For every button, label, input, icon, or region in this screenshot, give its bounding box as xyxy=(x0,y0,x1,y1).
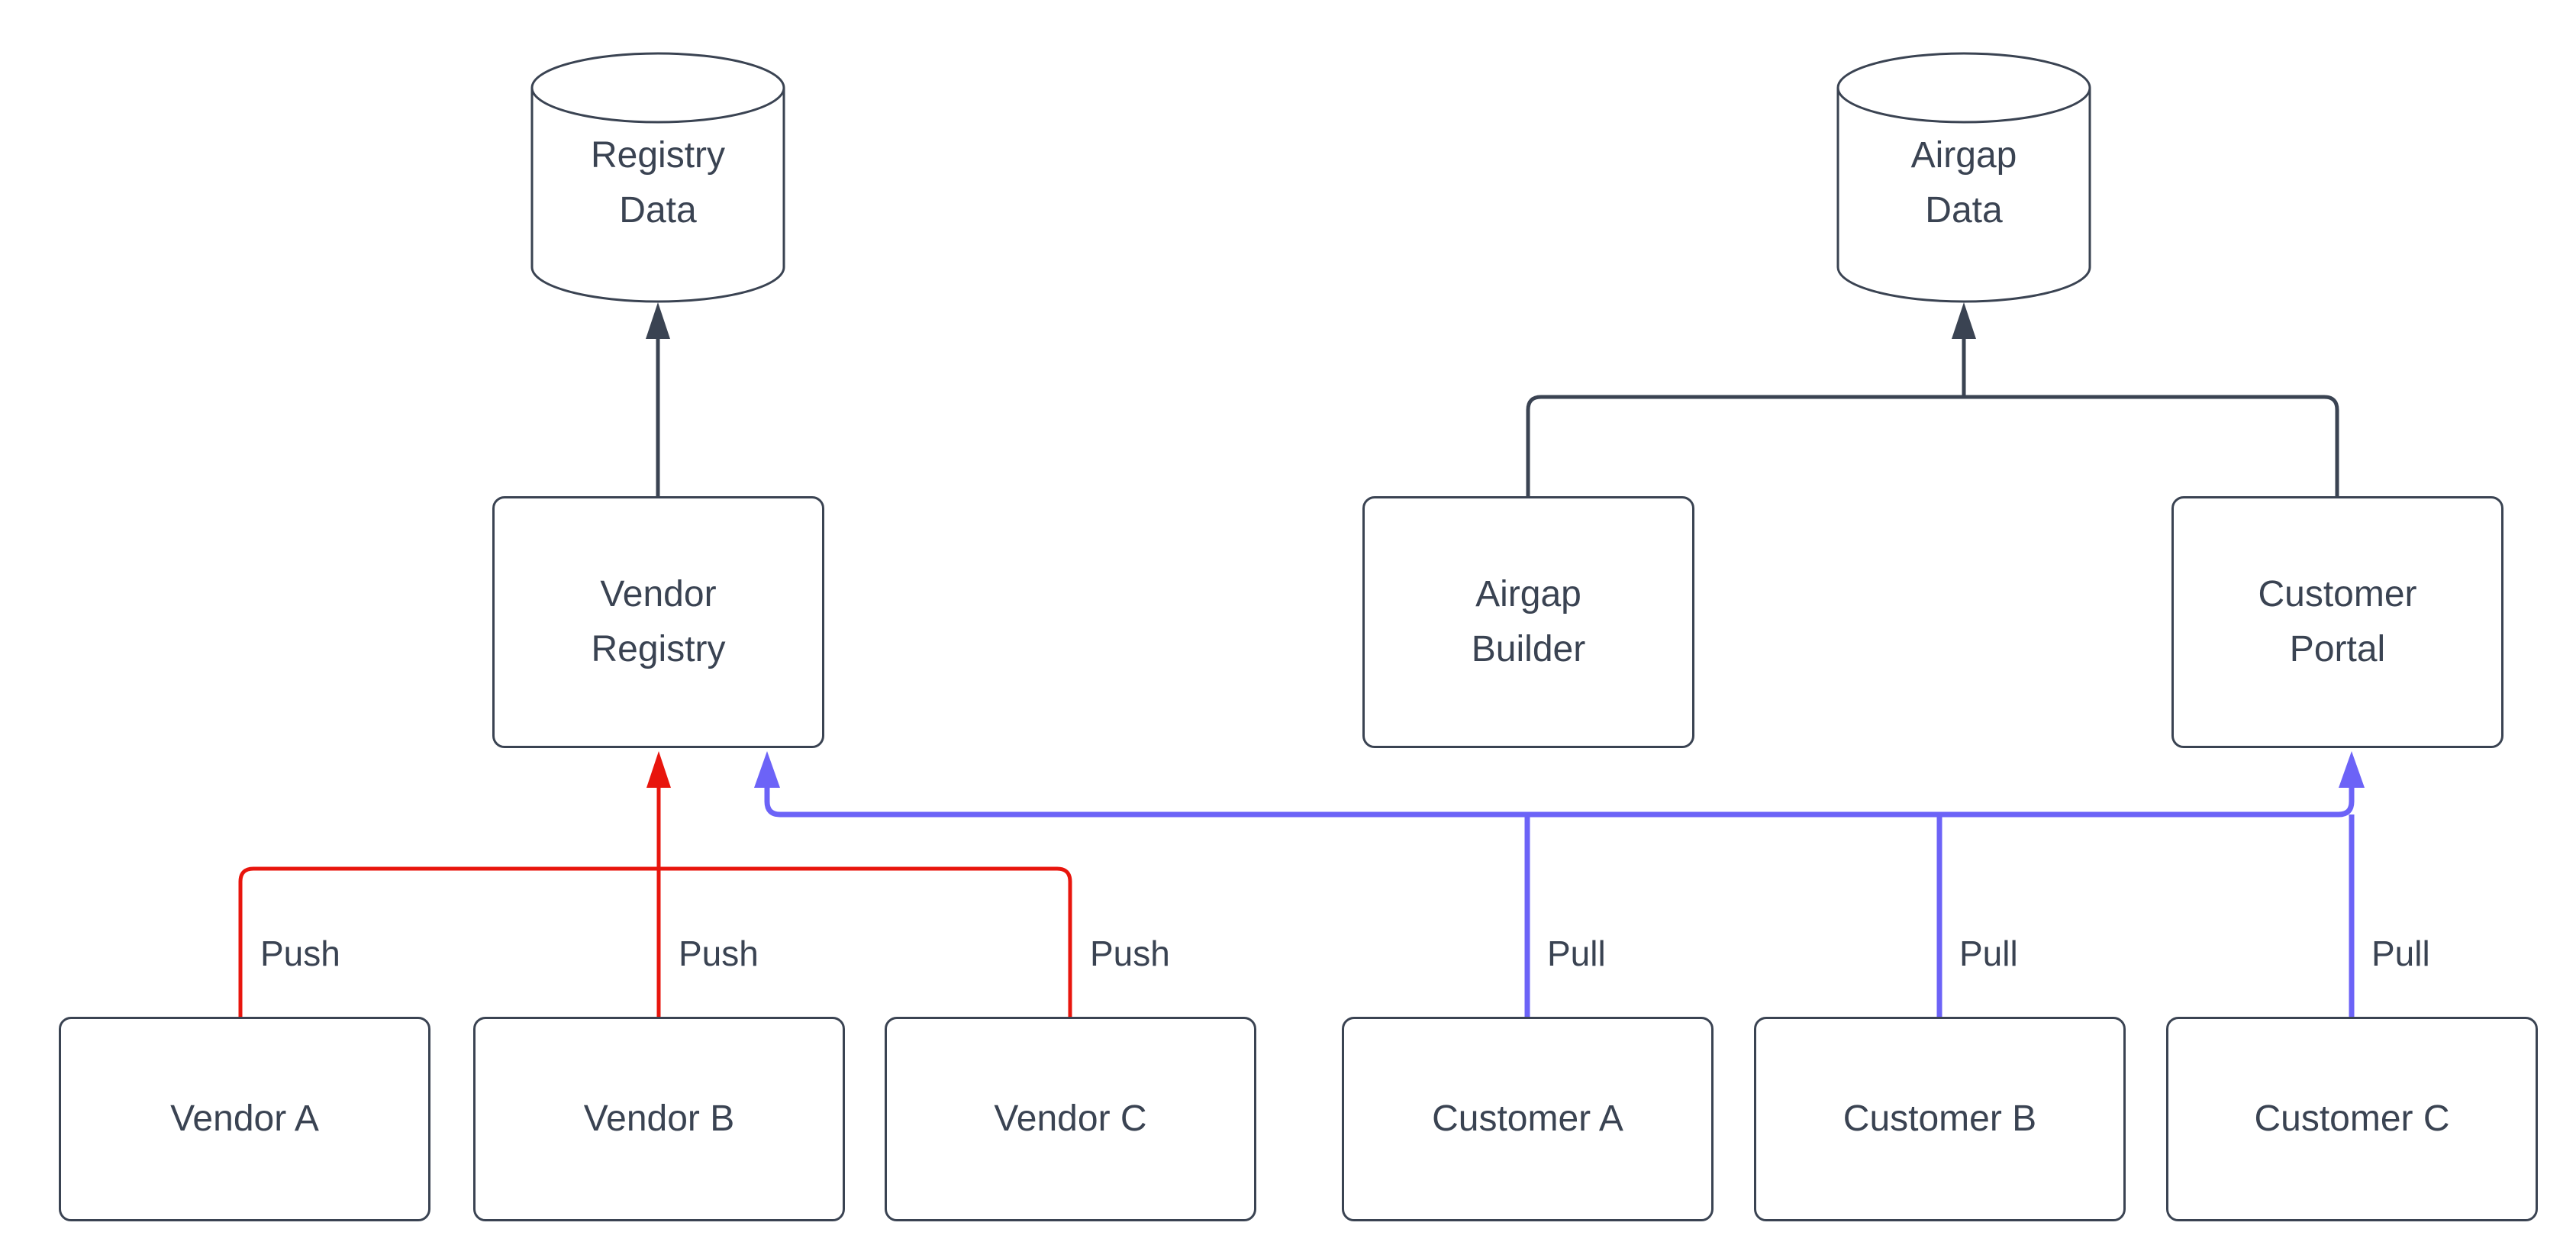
pull-label-customer-c: Pull xyxy=(2368,933,2433,976)
edge-builder-portal-bus xyxy=(1526,395,2339,496)
push-label-vendor-c: Push xyxy=(1087,933,1173,976)
cylinder-top xyxy=(1836,52,2091,124)
vendor-b-label: Vendor B xyxy=(583,1098,735,1139)
airgap-builder-node: Airgap Builder xyxy=(1362,496,1694,748)
airgap-data-node: Airgap Data xyxy=(1838,92,2090,275)
vendor-c-label: Vendor C xyxy=(994,1098,1147,1139)
pull-label-customer-a: Pull xyxy=(1544,933,1609,976)
customer-portal-label: Customer Portal xyxy=(2258,574,2417,669)
arrowhead-registry-data xyxy=(646,302,670,339)
customer-a-label: Customer A xyxy=(1432,1098,1623,1139)
vendor-registry-node: Vendor Registry xyxy=(492,496,824,748)
customer-b-node: Customer B xyxy=(1754,1017,2126,1221)
customer-c-label: Customer C xyxy=(2254,1098,2450,1139)
vendor-a-label: Vendor A xyxy=(170,1098,319,1139)
push-label-vendor-b: Push xyxy=(675,933,762,976)
vendor-registry-label: Vendor Registry xyxy=(591,574,726,669)
push-label-vendor-a: Push xyxy=(257,933,343,976)
registry-data-node: Registry Data xyxy=(532,92,784,275)
cylinder-top xyxy=(530,52,785,124)
airgap-builder-label: Airgap Builder xyxy=(1471,574,1586,669)
edge-pull-bus xyxy=(764,783,2355,818)
vendor-c-node: Vendor C xyxy=(885,1017,1256,1221)
arrowhead-airgap-data xyxy=(1952,302,1976,339)
registry-data-label: Registry Data xyxy=(590,135,726,231)
arrowhead-push-vendor-registry xyxy=(646,751,671,788)
cylinder-body xyxy=(1836,88,2091,303)
pull-label-customer-b: Pull xyxy=(1956,933,2021,976)
airgap-data-cylinder xyxy=(1836,52,2091,303)
arrowhead-pull-customer-portal xyxy=(2339,751,2365,788)
customer-c-node: Customer C xyxy=(2166,1017,2538,1221)
airgap-data-label: Airgap Data xyxy=(1910,135,2017,231)
vendor-b-node: Vendor B xyxy=(473,1017,845,1221)
vendor-a-node: Vendor A xyxy=(59,1017,430,1221)
customer-b-label: Customer B xyxy=(1843,1098,2037,1139)
registry-data-cylinder xyxy=(530,52,785,303)
arrowhead-pull-vendor-registry xyxy=(754,751,780,788)
customer-a-node: Customer A xyxy=(1342,1017,1714,1221)
customer-portal-node: Customer Portal xyxy=(2171,496,2503,748)
edge-push-bus xyxy=(238,866,1072,1017)
cylinder-body xyxy=(530,88,785,303)
